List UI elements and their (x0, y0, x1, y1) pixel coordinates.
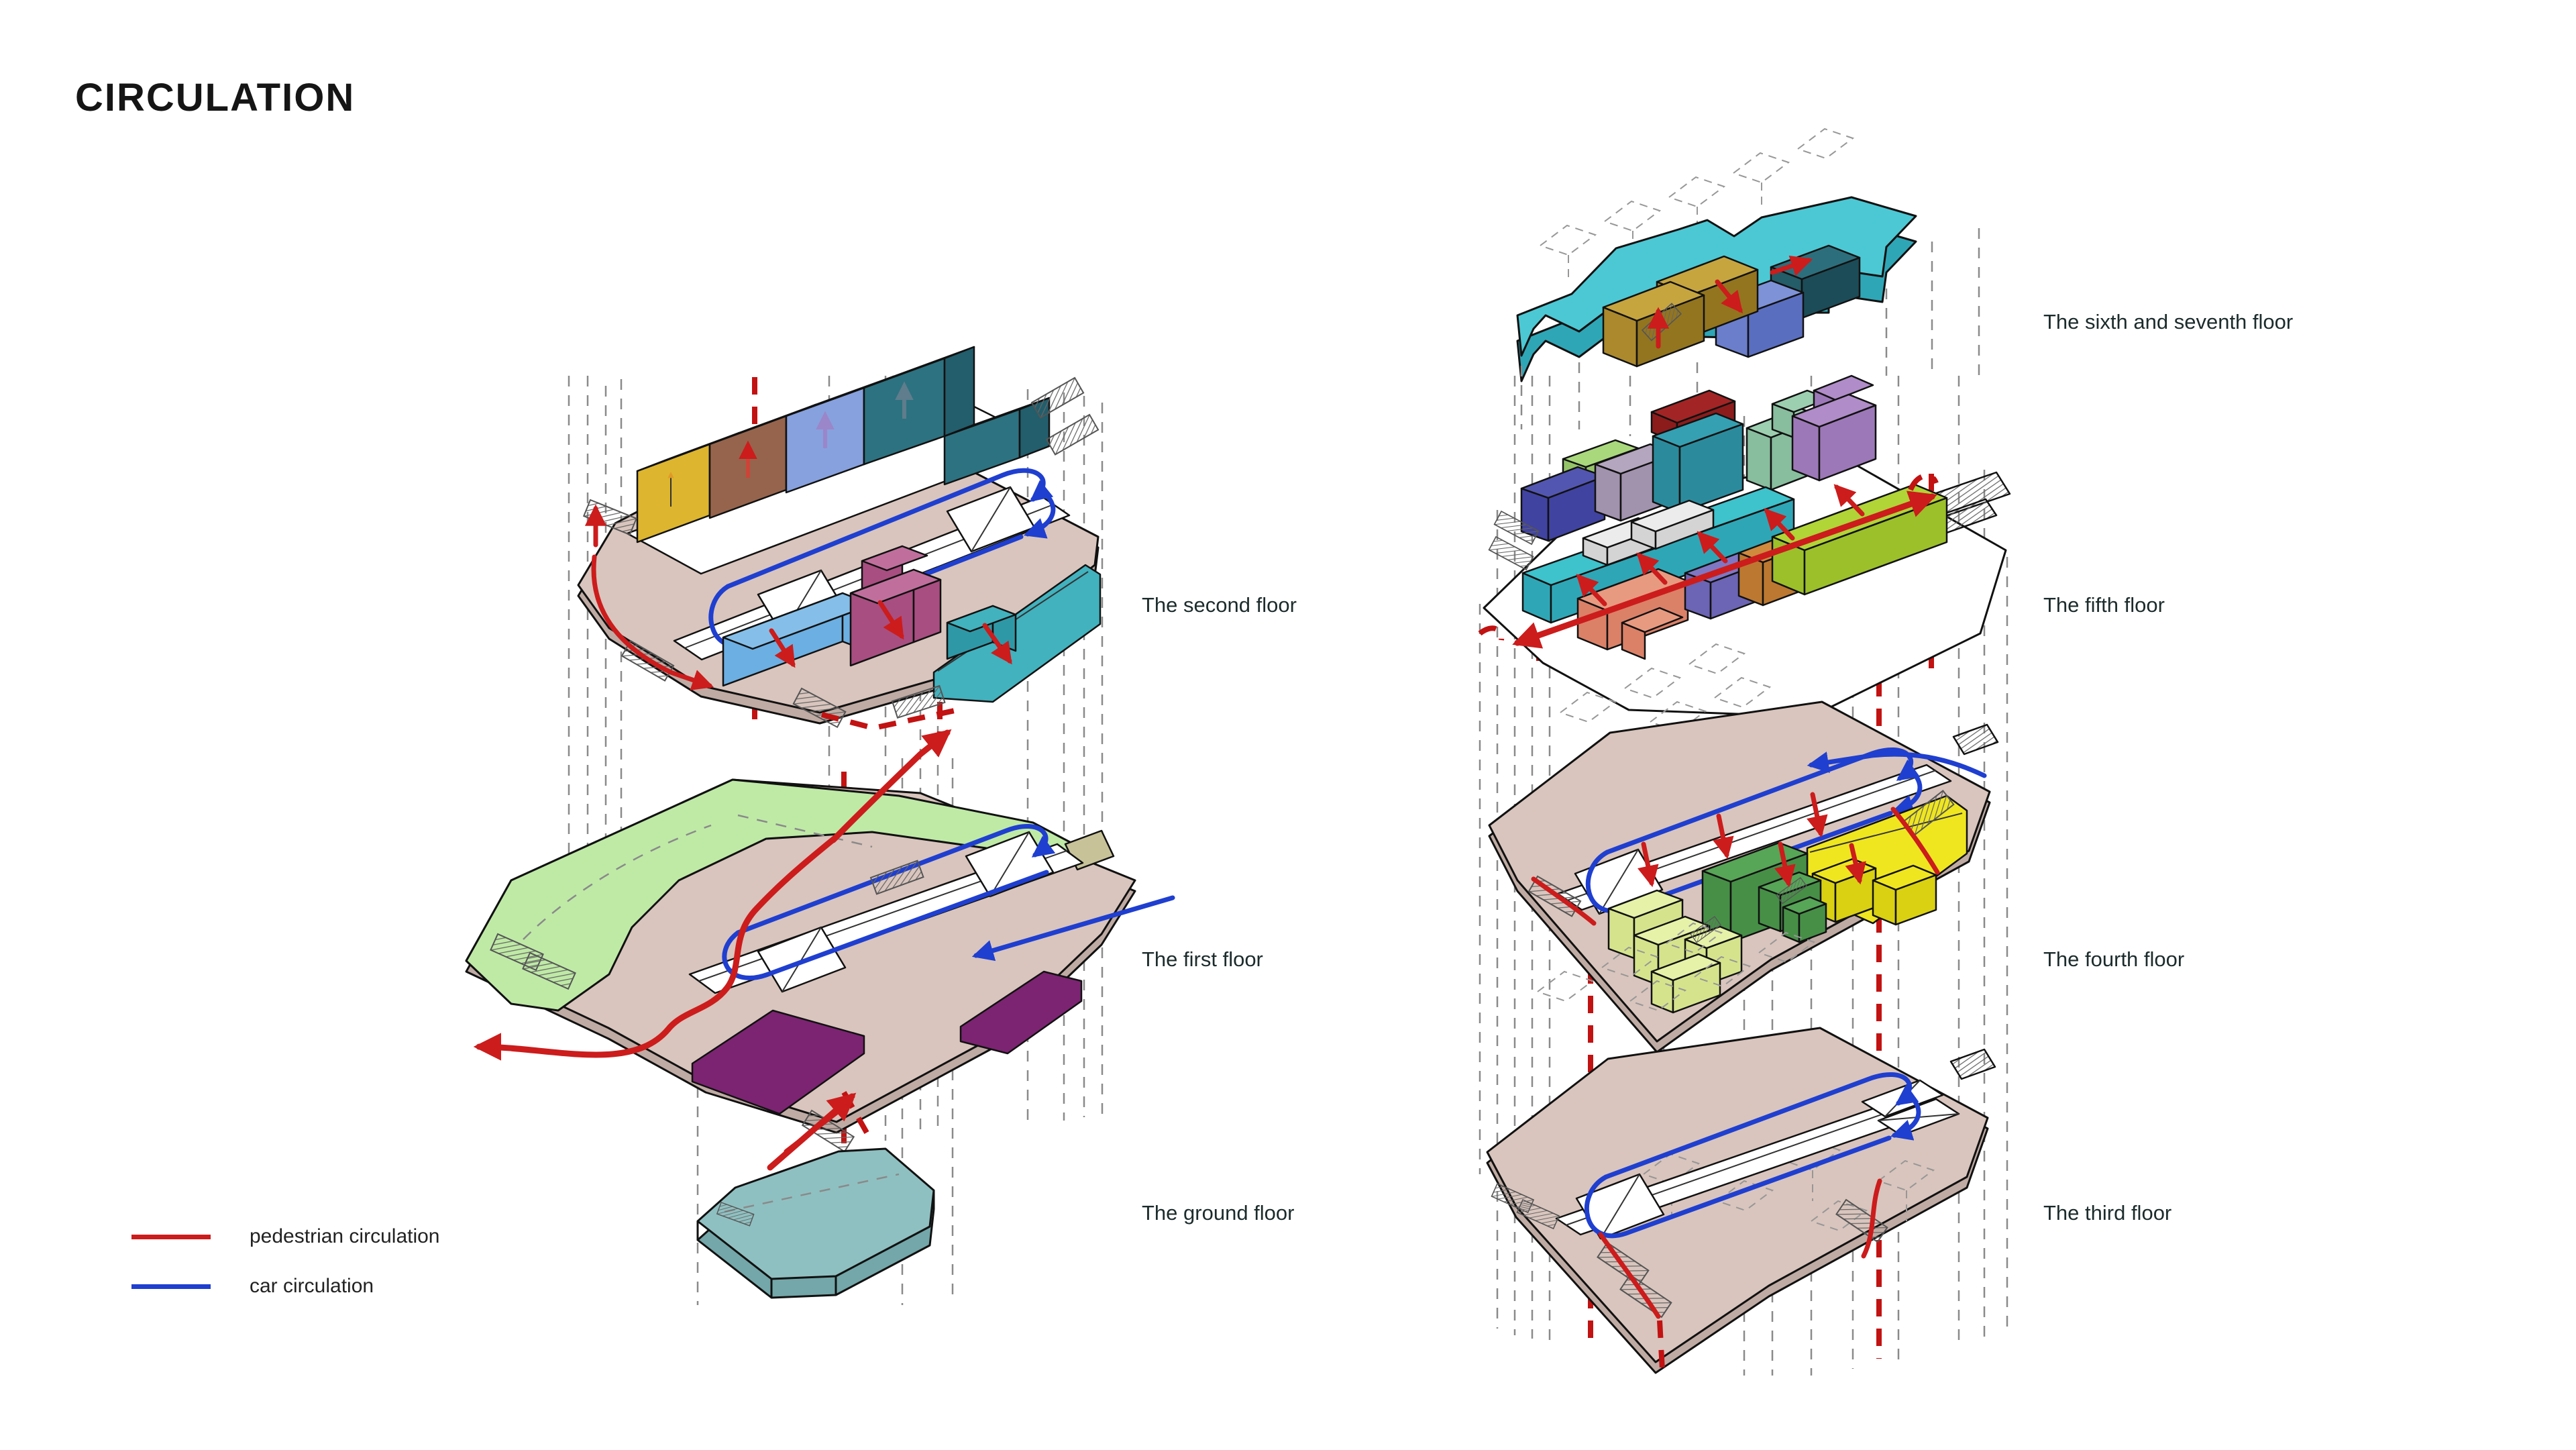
sixth-floor-arrows (1647, 255, 1813, 349)
legend-label-pedestrian: pedestrian circulation (250, 1225, 440, 1247)
car-circulation-loop (722, 824, 1175, 980)
ramp-hatch (1952, 723, 1999, 756)
car-line-swatch (131, 1284, 211, 1289)
car-circulation-loop (1584, 1072, 1921, 1239)
fifth-floor-front-blocks (1521, 483, 1948, 660)
floor-label-fourth: The fourth floor (2043, 947, 2185, 971)
fifth-floor-pedestrian-paths (1478, 472, 1939, 649)
third-floor-pedestrian-paths (1598, 1178, 1882, 1371)
page-title: CIRCULATION (75, 76, 356, 119)
wireframe-above (1536, 922, 1816, 1012)
legend-item-pedestrian: pedestrian circulation (131, 1225, 440, 1248)
second-floor-front-blocks (722, 545, 1102, 703)
legend: pedestrian circulation car circulation (131, 1225, 440, 1298)
sixth-seventh-floor-diagram (1516, 127, 1980, 436)
ramp-hatch (1949, 1048, 1996, 1080)
entry-arrow (767, 1092, 857, 1171)
floor-label-ground: The ground floor (1142, 1201, 1295, 1225)
second-floor-back-blocks (636, 346, 1051, 543)
fifth-floor-diagram (1478, 374, 2011, 718)
third-floor-diagram (1486, 922, 1996, 1374)
legend-item-car: car circulation (131, 1275, 440, 1298)
landscape-deck (465, 778, 1083, 1012)
second-floor-pedestrian-paths (584, 504, 1012, 731)
pedestrian-line-swatch (131, 1234, 211, 1239)
floor-label-first: The first floor (1142, 947, 1263, 971)
second-floor-diagram (577, 346, 1102, 731)
fourth-floor-diagram (1488, 643, 1999, 1053)
ramp-right (965, 831, 1055, 898)
ground-floor-diagram (696, 1092, 935, 1299)
fourth-floor-pedestrian-paths (1531, 792, 1940, 926)
first-floor-purple-blocks (691, 970, 1083, 1115)
legend-label-car: car circulation (250, 1275, 374, 1297)
first-floor-diagram (465, 729, 1175, 1154)
fifth-floor-back-blocks (1520, 374, 1877, 542)
floor-label-second: The second floor (1142, 593, 1297, 617)
pale-yellow-blocks (1607, 889, 1743, 1014)
floor-label-third: The third floor (2043, 1201, 2172, 1225)
floor-label-fifth: The fifth floor (2043, 593, 2165, 617)
floor-label-sixth-seventh: The sixth and seventh floor (2043, 310, 2294, 333)
wireframe-above (1558, 643, 1772, 733)
